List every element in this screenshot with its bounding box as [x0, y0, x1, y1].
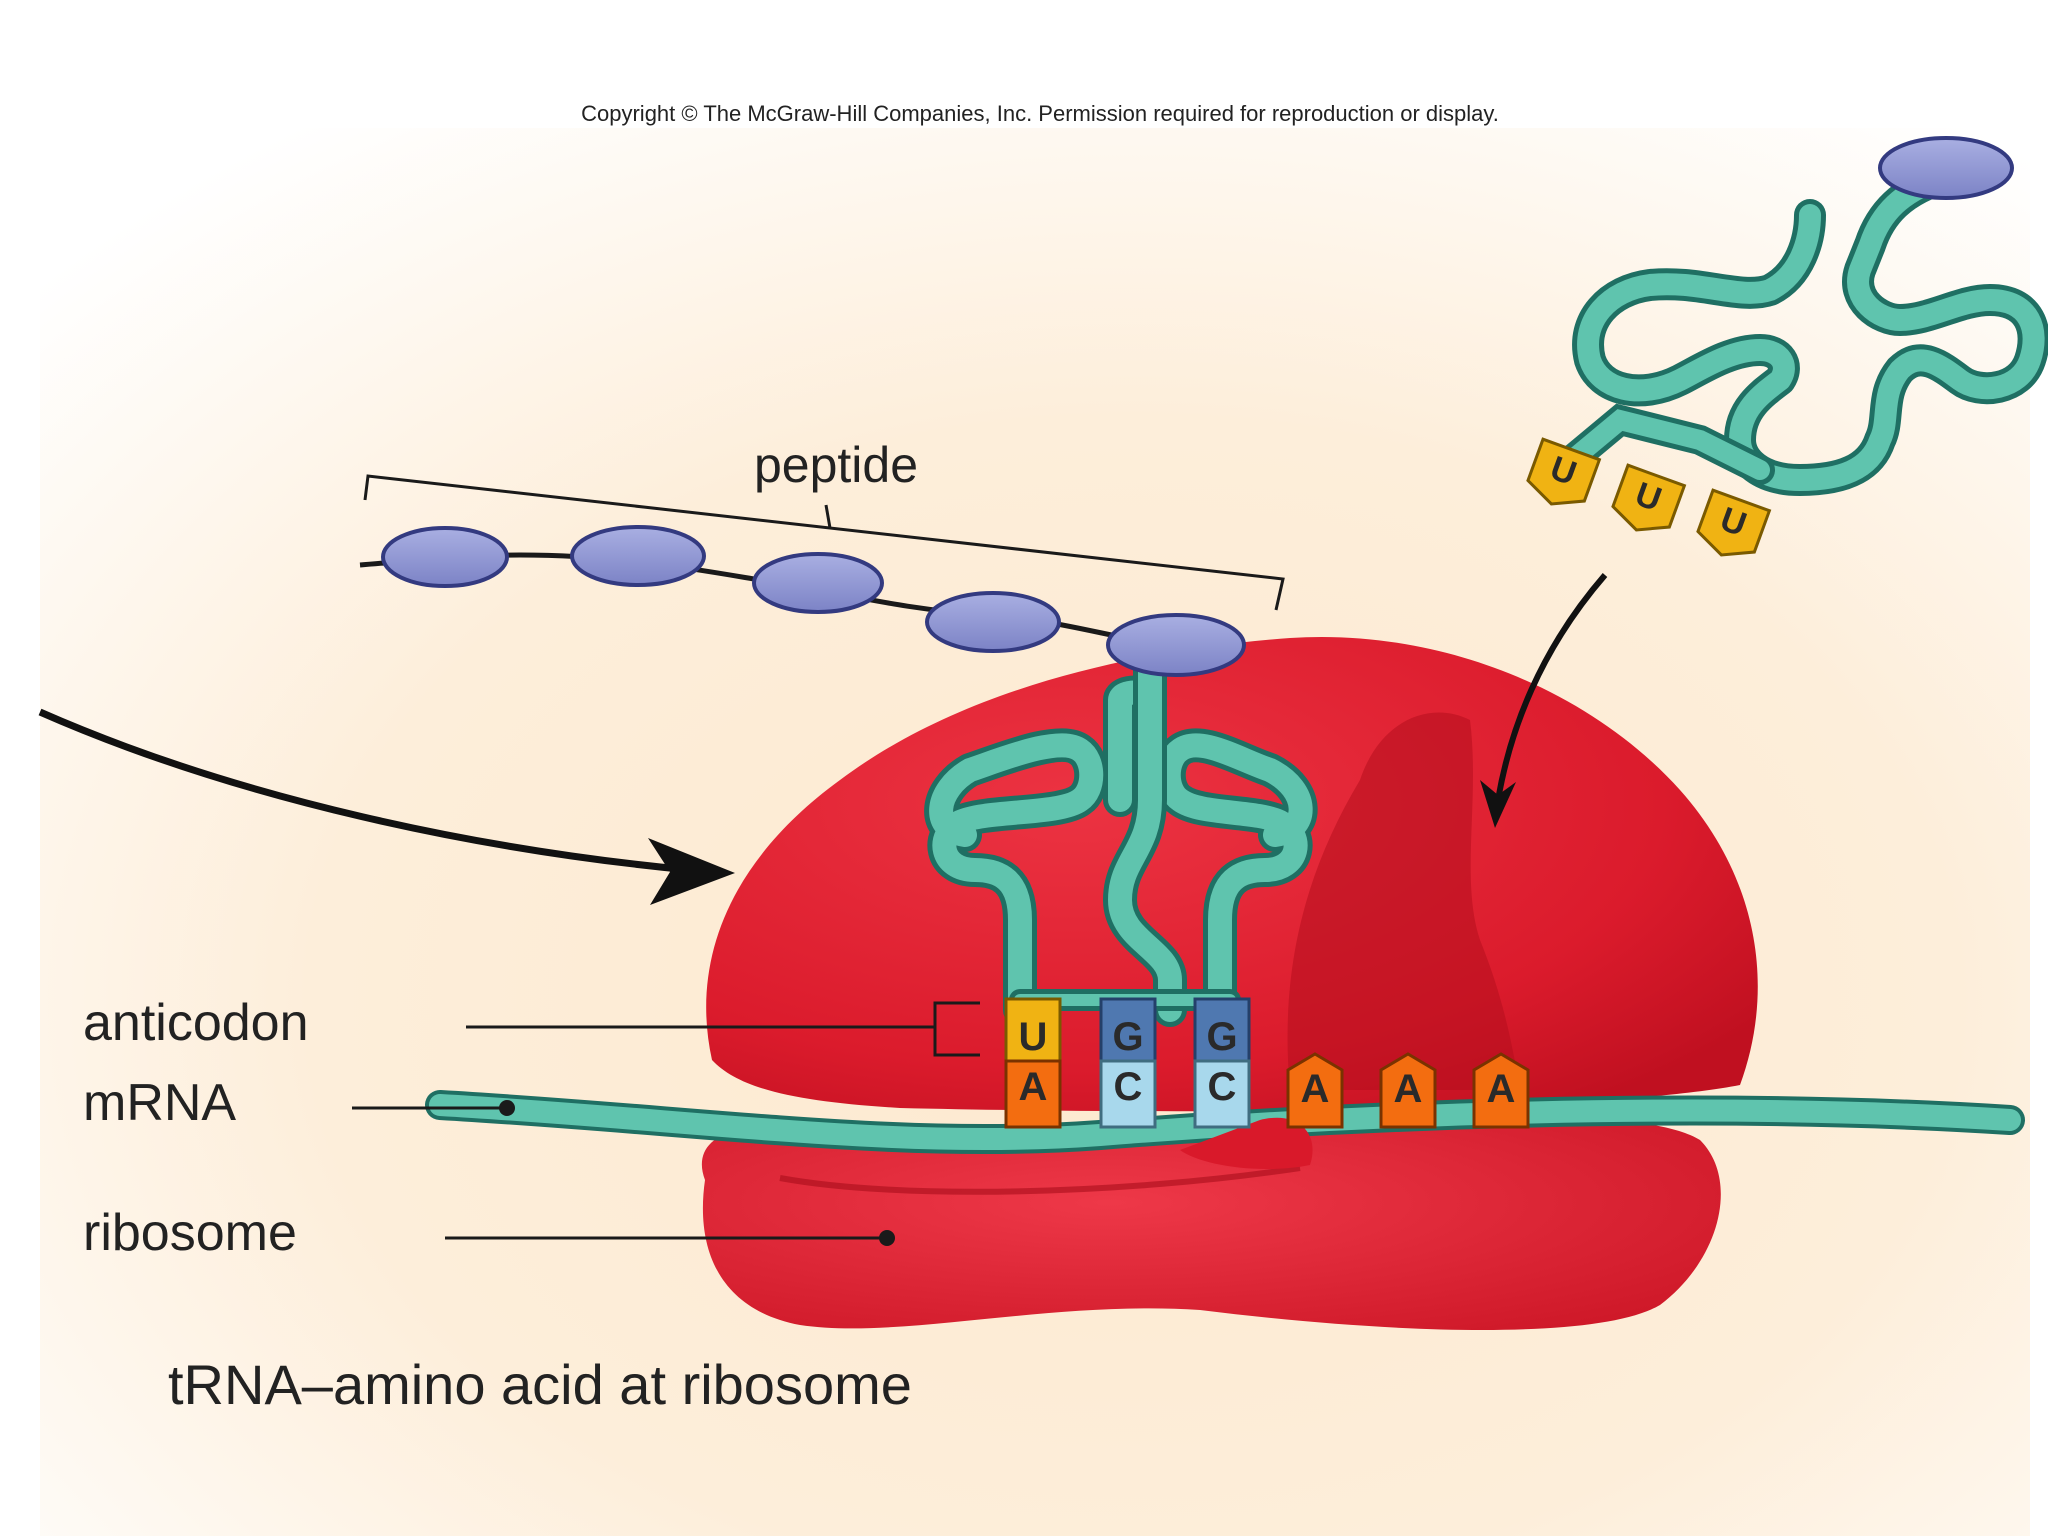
base-a: [1379, 1052, 1437, 1129]
base-letter: G: [1112, 1015, 1143, 1059]
base-letter: C: [1114, 1065, 1143, 1109]
copyright-notice: Copyright © The McGraw-Hill Companies, I…: [581, 101, 1499, 126]
base-letter: A: [1019, 1065, 1048, 1109]
base-letter: G: [1206, 1015, 1237, 1059]
incoming-anticodon: U U U: [1526, 437, 1772, 557]
incoming-trna: [1545, 136, 2048, 496]
amino-acid: [1878, 136, 2014, 200]
base-a: [1004, 1059, 1062, 1129]
base-letter: A: [1487, 1067, 1516, 1111]
base-letter: U: [1019, 1015, 1048, 1059]
ribosome-shadow: [1287, 712, 1520, 1090]
caption: tRNA–amino acid at ribosome: [168, 1353, 912, 1416]
mrna-strand-fill: [429, 1094, 2021, 1151]
anticodon-label: anticodon: [83, 994, 309, 1052]
mrna-leader-dot: [499, 1100, 515, 1116]
ribosome-small-subunit: [701, 1118, 1721, 1330]
base-g: [1193, 997, 1251, 1063]
base-letter: A: [1394, 1067, 1423, 1111]
base-letter: A: [1301, 1067, 1330, 1111]
amino-acid: [1106, 613, 1246, 677]
curved-arrow-icon: [38, 708, 735, 905]
mrna-label: mRNA: [83, 1074, 236, 1132]
base-letter: C: [1208, 1065, 1237, 1109]
base-a: [1472, 1052, 1530, 1129]
ribosome-label: ribosome: [83, 1204, 297, 1262]
base-c: [1099, 1059, 1157, 1129]
base-c: [1193, 1059, 1251, 1129]
base-pairs: U G G A C C A A A: [1004, 997, 1530, 1129]
ribosome-lip: [1180, 1117, 1313, 1170]
ribosome-groove: [779, 1165, 1301, 1195]
ribosome-leader-dot: [879, 1230, 895, 1246]
base-a: [1286, 1052, 1344, 1129]
peptide-bracket: [363, 474, 1285, 611]
peptide-label: peptide: [754, 437, 918, 493]
amino-acid: [925, 591, 1061, 653]
peptide-chain: [359, 525, 1246, 677]
amino-acid: [381, 526, 509, 588]
amino-acid: [570, 525, 706, 587]
amino-acid: [752, 552, 884, 614]
curved-arrow-icon: [1480, 573, 1608, 828]
anticodon-leader-line: [466, 1001, 980, 1057]
